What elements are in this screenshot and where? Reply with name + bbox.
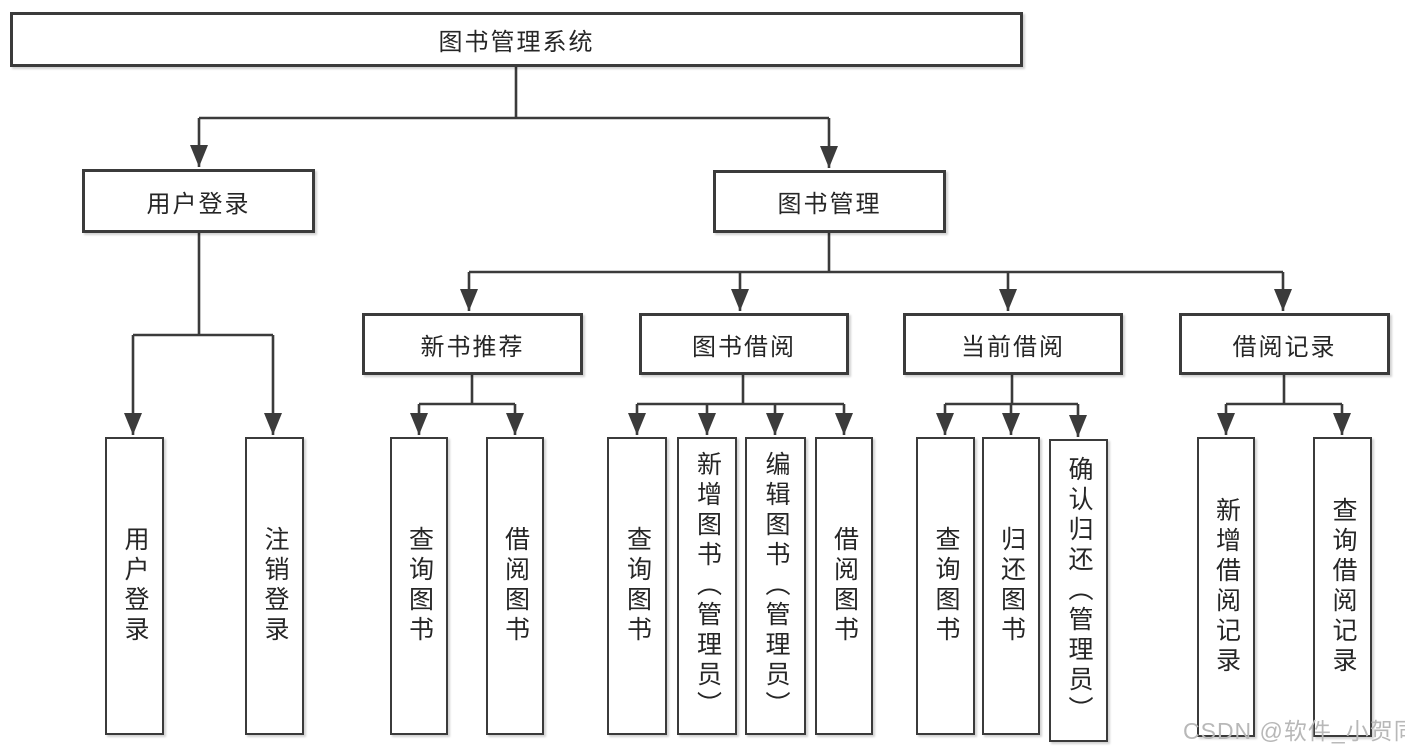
node-user-login-label: 用户登录 — [146, 190, 251, 218]
node-root-label: 图书管理系统 — [438, 29, 595, 56]
node-root: 图书管理系统 — [10, 12, 1023, 67]
csdn-watermark: CSDN @软件_小贺同学 — [1183, 718, 1405, 744]
leaf-return-book-label: 归还图书 — [997, 526, 1026, 646]
leaf-borrow-books-label: 借阅图书 — [830, 526, 859, 646]
node-borrow-records: 借阅记录 — [1179, 313, 1390, 375]
leaf-user-login: 用户登录 — [105, 437, 164, 735]
node-book-management-label: 图书管理 — [777, 191, 882, 218]
node-borrow-records-label: 借阅记录 — [1232, 333, 1337, 361]
node-new-book-recommend-label: 新书推荐 — [420, 333, 525, 361]
leaf-query-books-borrow-label: 查询图书 — [623, 526, 652, 646]
leaf-query-books-recommend: 查询图书 — [390, 437, 448, 735]
leaf-query-books-current-label: 查询图书 — [932, 526, 960, 646]
leaf-add-borrow-record-label: 新增借阅记录 — [1212, 497, 1241, 677]
node-user-login: 用户登录 — [82, 169, 315, 233]
leaf-add-book-admin: 新增图书（管理员） — [677, 437, 737, 735]
leaf-query-books-borrow: 查询图书 — [607, 437, 667, 735]
leaf-borrow-books-recommend: 借阅图书 — [486, 437, 544, 735]
leaf-query-books-current: 查询图书 — [916, 437, 975, 735]
node-book-borrow-label: 图书借阅 — [692, 333, 796, 361]
leaf-add-borrow-record: 新增借阅记录 — [1197, 437, 1255, 737]
leaf-logout-label: 注销登录 — [261, 526, 289, 646]
leaf-borrow-books: 借阅图书 — [815, 437, 873, 735]
leaf-query-borrow-record-label: 查询借阅记录 — [1329, 497, 1357, 677]
leaf-borrow-books-recommend-label: 借阅图书 — [501, 526, 530, 646]
leaf-confirm-return-admin-label: 确认归还（管理员） — [1065, 455, 1093, 726]
node-new-book-recommend: 新书推荐 — [362, 313, 583, 375]
leaf-confirm-return-admin: 确认归还（管理员） — [1049, 439, 1108, 742]
node-book-management: 图书管理 — [713, 170, 946, 233]
leaf-query-books-recommend-label: 查询图书 — [405, 526, 434, 646]
leaf-query-borrow-record: 查询借阅记录 — [1313, 437, 1372, 737]
leaf-edit-book-admin: 编辑图书（管理员） — [745, 437, 806, 735]
leaf-user-login-label: 用户登录 — [121, 526, 149, 646]
leaf-logout: 注销登录 — [245, 437, 304, 735]
leaf-return-book: 归还图书 — [982, 437, 1040, 735]
node-current-borrow-label: 当前借阅 — [961, 333, 1065, 361]
node-current-borrow: 当前借阅 — [903, 313, 1123, 375]
leaf-edit-book-admin-label: 编辑图书（管理员） — [762, 451, 790, 721]
node-book-borrow: 图书借阅 — [639, 313, 849, 375]
leaf-add-book-admin-label: 新增图书（管理员） — [693, 451, 722, 721]
